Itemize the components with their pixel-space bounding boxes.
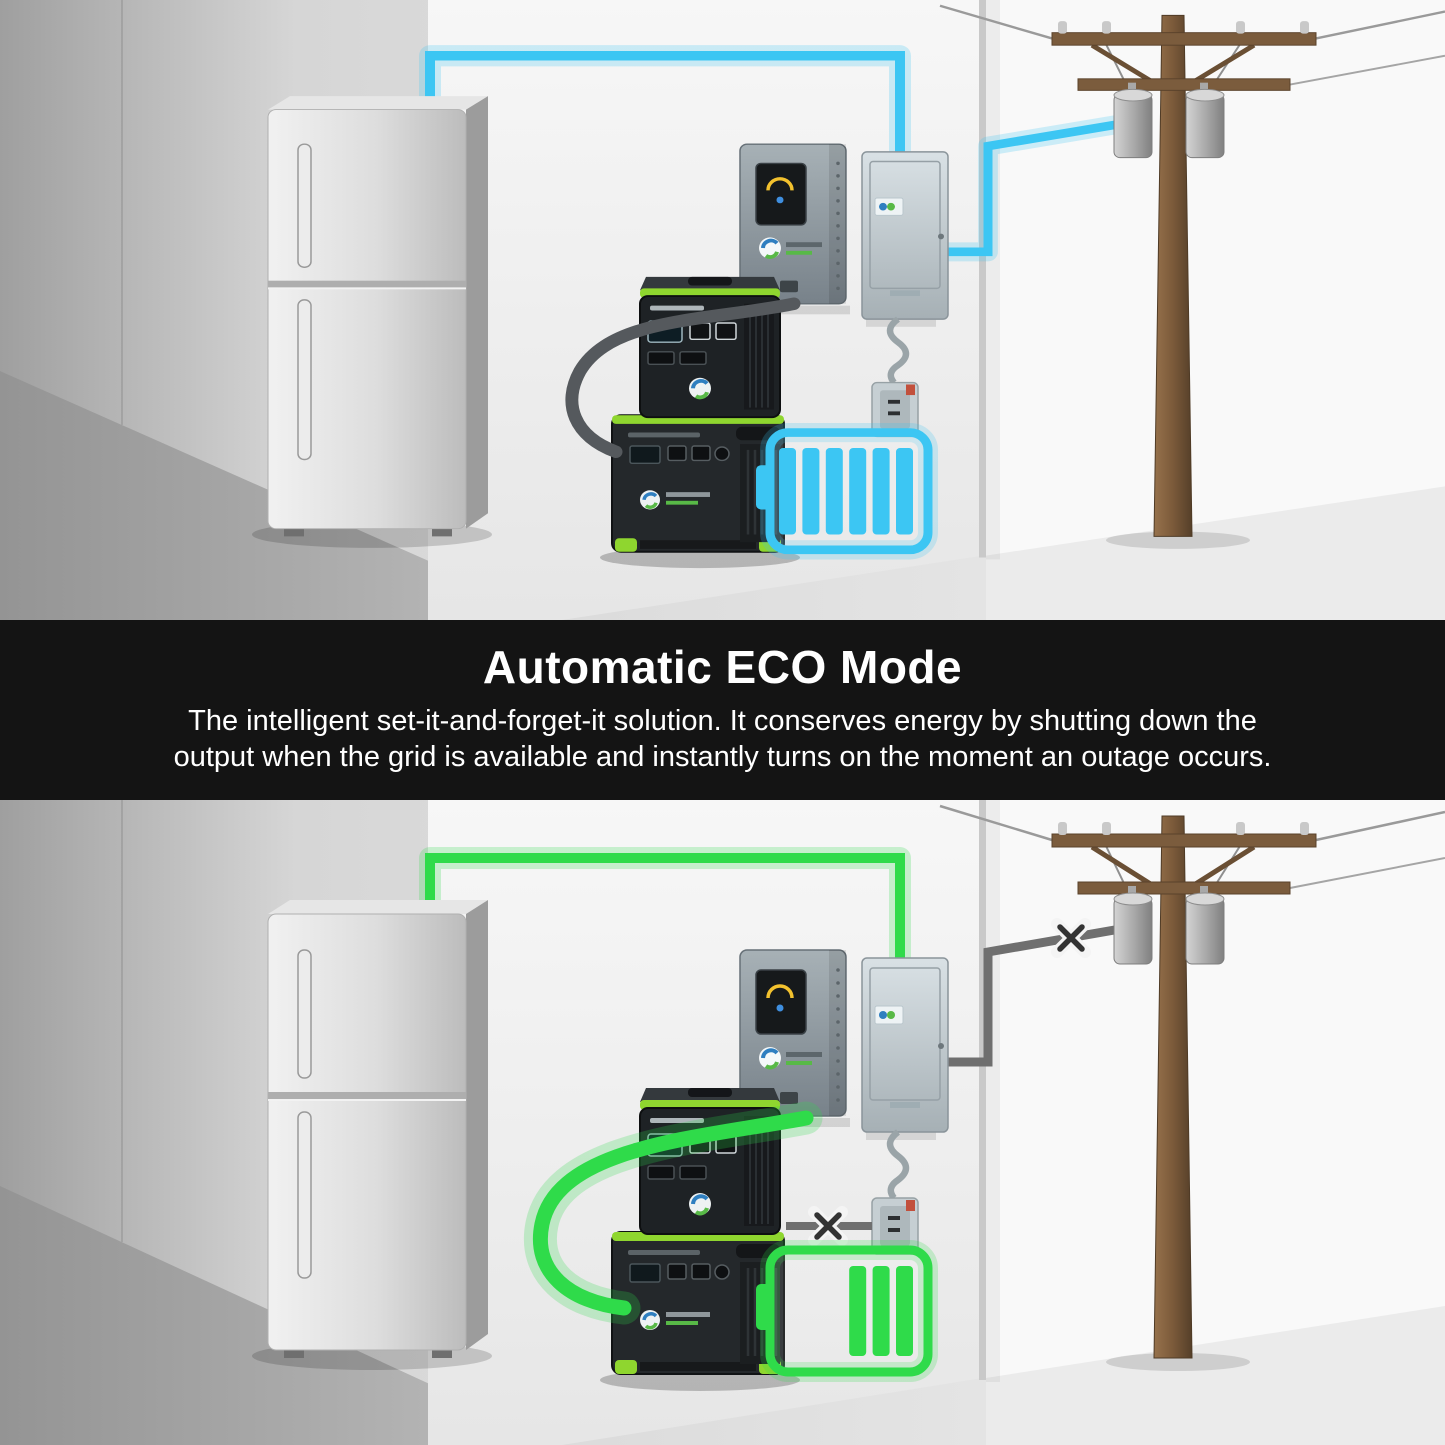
breaker-panel [861,957,949,1140]
banner-description-line-1: The intelligent set-it-and-forget-it sol… [188,705,1257,738]
fridge-top [268,900,488,914]
ac-port [679,351,707,366]
outage-x-icon [1051,918,1091,958]
station-inverter-cable [524,1101,823,1325]
fridge-handle [297,1111,312,1279]
outlet-label [906,1200,915,1211]
usb-port [715,322,737,341]
fridge-front [267,109,467,530]
outage-x-icon [808,1206,848,1246]
refrigerator [252,96,492,548]
power-line-wire [939,804,1053,842]
scene-grid-outage [0,800,1445,1445]
transformer-cans [1113,82,1225,159]
top-handle [688,276,732,286]
power-line-wire [1289,54,1445,86]
battery-display [629,445,661,465]
utility-pole [939,4,1445,549]
power-station-unit [639,276,781,419]
grid-power-line [948,918,1127,1067]
carry-handle [736,426,780,441]
dc-port [714,446,730,462]
refrigerator [252,900,492,1370]
power-line-wire [939,4,1053,40]
expansion-battery-unit [611,1231,785,1375]
dc-port [714,1264,730,1280]
fridge-front [267,913,467,1351]
crossarm [1051,32,1317,46]
conduit-coil [886,1129,910,1201]
fridge-side [466,96,488,529]
inverter-display [755,969,807,1035]
fridge-top [268,96,488,110]
fridge-door-seam [268,280,466,288]
station-inverter-cable [565,297,801,459]
breaker-panel [861,151,949,327]
ac-port [691,1263,711,1280]
power-line-wire [1289,857,1445,889]
inverter-display [755,162,807,226]
utility-pole [939,804,1445,1371]
wall-outlet [871,381,919,438]
carry-handle [736,1244,780,1258]
ac-port [667,1263,687,1280]
scene-grid-available [0,0,1445,620]
ac-port [647,351,675,366]
panel-door [869,967,941,1101]
pole-trunk [1153,815,1193,1359]
pole-trunk [1153,14,1193,537]
crossarm [1077,881,1291,895]
ac-port [647,1165,675,1180]
ac-port [667,445,687,462]
fridge-door-seam [268,1092,466,1099]
battery-level-icon [756,422,938,560]
fridge-handle [297,299,312,461]
battery-display [629,1263,661,1283]
wall-outlet [871,1197,919,1255]
hybrid-inverter [739,143,850,315]
conduit-coil [886,316,910,385]
fridge-power-wire [419,45,911,174]
ac-port [691,445,711,462]
mode-banner: Automatic ECO Mode The intelligent set-i… [0,620,1445,800]
outdoor-ground [986,486,1445,620]
portable-power-station [600,276,800,569]
grid-power-line [938,113,1136,262]
grid-available-illustration [0,0,1445,620]
outlet-label [906,384,915,396]
top-handle [688,1088,732,1097]
crossarm [1077,78,1291,91]
banner-description-line-2: output when the grid is available and in… [173,741,1272,773]
fridge-power-wire [419,847,911,981]
power-line-wire [1315,10,1445,40]
outlet-station-line [786,1206,872,1246]
ac-port [679,1165,707,1180]
transformer-cans [1113,886,1225,965]
usb-port [689,322,711,341]
grid-outage-illustration [0,800,1445,1445]
outdoor-ground [986,1306,1445,1445]
fridge-side [466,900,488,1350]
crossarm [1051,833,1317,848]
power-line-wire [1315,810,1445,842]
banner-title: Automatic ECO Mode [482,641,963,694]
freezer-handle [297,949,312,1079]
freezer-handle [297,143,312,268]
panel-door [869,160,941,290]
battery-level-icon [756,1240,938,1382]
